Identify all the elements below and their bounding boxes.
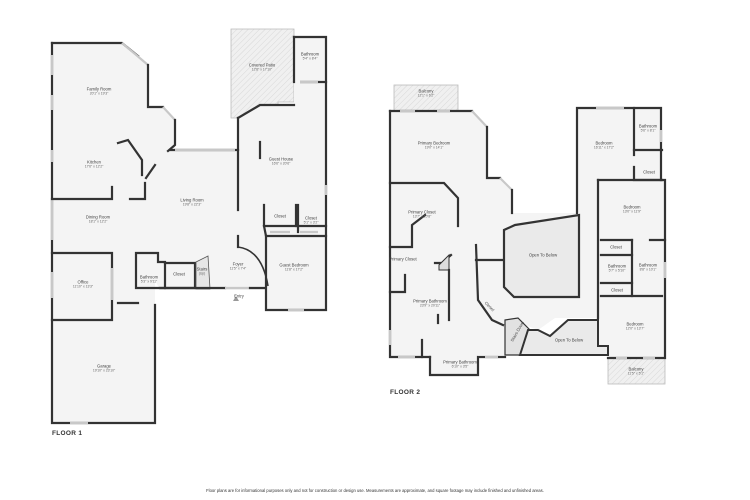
floor-1-plan	[50, 28, 328, 425]
entry-label: Entry	[234, 293, 244, 299]
floor-2-label: FLOOR 2	[390, 389, 421, 396]
room-primary-closet-2: Primary Closet	[389, 256, 417, 262]
open-to-below-1: Open To Below	[528, 252, 558, 258]
room-closet-3: Closet	[173, 271, 185, 277]
room-closet-f2-3: Closet	[610, 244, 622, 250]
open-to-below-2: Open To Below	[554, 337, 584, 343]
room-closet-1: Closet	[274, 213, 286, 219]
floor-2-plan	[388, 84, 667, 385]
room-closet-f2-2: Closet	[643, 169, 655, 175]
stairs-up: Stairs(Up)	[196, 266, 208, 276]
floor-1-label: FLOOR 1	[52, 430, 83, 437]
disclaimer-text: Floor plans are for informational purpos…	[206, 488, 544, 493]
room-closet-f2-4: Closet	[611, 287, 623, 293]
